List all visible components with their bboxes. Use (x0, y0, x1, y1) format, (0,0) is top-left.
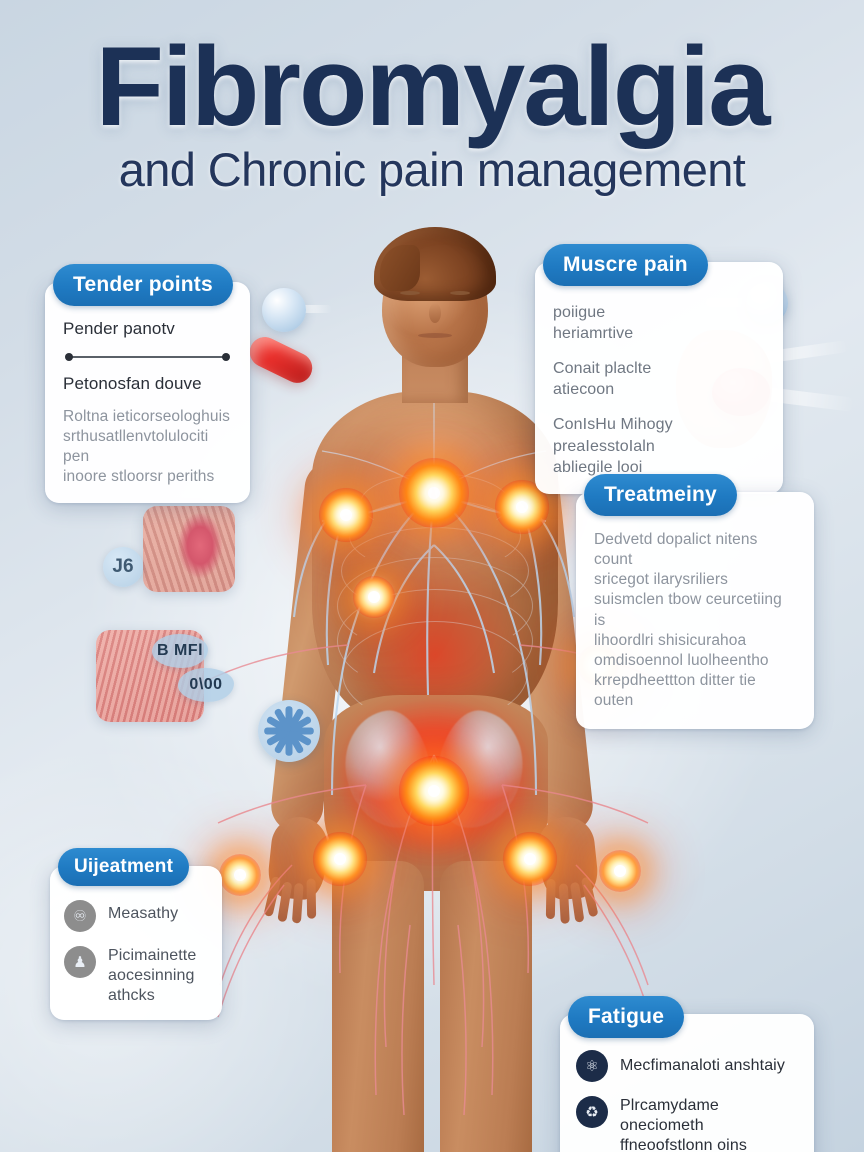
list-item[interactable]: ♻ Plrcamydame oneciometh ffneoofstlonn o… (576, 1096, 798, 1152)
fiber-callout-1: B MFl (152, 634, 208, 668)
fatigue-item-1-text: Mecfimanaloti anshtaiy (620, 1057, 785, 1074)
tender-points-body-1: Roltna ieticorseologhuis (63, 407, 230, 425)
pain-point-right-hip (503, 832, 557, 886)
card-tender-points-header: Tender points (53, 264, 233, 306)
list-item[interactable]: ♾ Measathy (64, 900, 208, 932)
muscle-tissue-inset (143, 506, 235, 592)
fiber-callout-2: 0\00 (178, 668, 234, 702)
card-muscle-pain[interactable]: Muscre pain poiigue heriamrtive Conait p… (535, 244, 783, 494)
tender-points-body-2: srthusatllenvtolulociti pen (63, 427, 209, 466)
right-leg (440, 861, 532, 1152)
muscle-pain-item-1: poiigue heriamrtive (553, 304, 634, 343)
pain-point-left-wrist (219, 854, 261, 896)
poster-header: Fibromyalgia and Chronic pain management (0, 24, 864, 197)
card-treatment-header: Treatmeiny (584, 474, 737, 516)
list-item[interactable]: ♟ Picimainette aocesinning athcks (64, 946, 208, 1006)
left-eye (400, 291, 420, 295)
blue-sphere-icon (262, 288, 306, 332)
card-uijeatment[interactable]: Uijeatment ♾ Measathy ♟ Picimainette aoc… (50, 848, 222, 1020)
pain-point-left-hip (313, 832, 367, 886)
left-leg (332, 861, 424, 1152)
treatment-body-2: sricegot ilarysriliers (594, 571, 728, 589)
page-subtitle: and Chronic pain management (118, 143, 746, 197)
muscle-pain-item-3: ConIsHu Mihogy preaIesstoIaln abliegile … (553, 416, 673, 476)
card-tender-points[interactable]: Tender points Pender panotv Petonosfan d… (45, 264, 250, 504)
treatment-body-6: krrepdheettton ditter tie outen (594, 671, 756, 710)
card-uijeatment-header: Uijeatment (58, 848, 190, 886)
tender-points-line-1: Pender panotv (63, 319, 175, 338)
treatment-body-4: lihoordlri shisicurahoa (594, 631, 747, 649)
pain-point-right-wrist (599, 850, 641, 892)
mouth (418, 333, 452, 338)
card-fatigue-header: Fatigue (568, 996, 685, 1038)
tender-points-divider (65, 349, 230, 365)
pain-point-left-shoulder (319, 488, 373, 542)
pain-point-sacrum (399, 756, 469, 826)
pain-point-sternum (399, 458, 469, 528)
fatigue-item-2-text: Plrcamydame oneciometh ffneoofstlonn oin… (620, 1097, 747, 1152)
tender-points-body-3: inoore stloorsr periths (63, 468, 215, 486)
person-icon: ♟ (64, 946, 96, 978)
pain-point-left-rib (353, 576, 395, 618)
muscle-pain-item-2: Conait placlte atiecoon (553, 360, 652, 399)
inset-badge: J6 (103, 547, 143, 587)
right-eye (450, 291, 470, 295)
treatment-body-5: omdisoennol luolheentho (594, 651, 769, 669)
hair (374, 227, 496, 301)
sunburst-icon (258, 700, 320, 762)
card-treatment[interactable]: Treatmeiny Dedvetd dopalict nitens count… (576, 474, 814, 730)
tender-points-line-2: Petonosfan douve (63, 374, 202, 394)
page-title: Fibromyalgia (95, 24, 770, 149)
nose (429, 303, 441, 323)
card-fatigue[interactable]: Fatigue ⚛ Mecfimanaloti anshtaiy ♻ Plrca… (560, 996, 814, 1152)
card-muscle-pain-header: Muscre pain (543, 244, 708, 286)
treatment-body-1: Dedvetd dopalict nitens count (594, 531, 758, 569)
treatment-body-3: suismclen tbow ceurcetiing is (594, 591, 782, 629)
activity-icon: ⚛ (576, 1050, 608, 1082)
shield-icon: ♻ (576, 1096, 608, 1128)
uijeatment-item-1-text: Measathy (108, 905, 179, 922)
list-item[interactable]: ⚛ Mecfimanaloti anshtaiy (576, 1050, 798, 1082)
pill-bottle-icon: ♾ (64, 900, 96, 932)
uijeatment-item-2-text: Picimainette aocesinning athcks (108, 947, 197, 1004)
